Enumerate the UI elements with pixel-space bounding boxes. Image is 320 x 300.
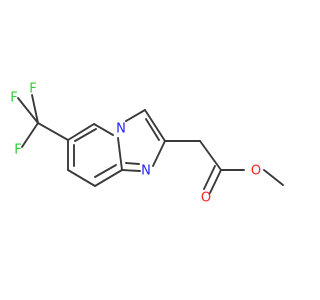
bond-o-ester-methyl xyxy=(263,169,284,186)
bond-ch2-carbonyl xyxy=(199,140,222,171)
atom-label-nitrogen-bridgehead: N xyxy=(116,122,126,137)
bond-n-bridge-c8a xyxy=(117,137,123,171)
bond-n-imidazole-c8a-double xyxy=(125,162,140,165)
bond-cf3-ring xyxy=(37,122,69,141)
molecule-structure-diagram: F F F N N O O xyxy=(10,82,284,206)
atom-label-fluorine-bottom: F xyxy=(14,143,21,158)
bond-cf3-f2 xyxy=(17,97,39,124)
atom-label-layer: F F F N N O O xyxy=(10,82,261,206)
atom-label-oxygen-ester: O xyxy=(251,164,261,179)
atom-label-fluorine-top: F xyxy=(29,82,36,97)
bond-n-imidazole-c8a xyxy=(121,169,141,172)
bond-layer xyxy=(17,94,284,194)
bond-c8a-c8 xyxy=(94,169,123,187)
atom-label-fluorine-left: F xyxy=(10,91,17,106)
bond-c6-c5 xyxy=(67,123,95,141)
atom-label-nitrogen-imidazole: N xyxy=(141,164,151,179)
bond-c3-c2 xyxy=(144,109,166,142)
bond-c5-n-bridge xyxy=(93,123,114,136)
bond-c2-n-imidazole xyxy=(152,140,166,167)
bond-carbonyl-o-double-a xyxy=(209,169,222,194)
bond-c3-c2-double xyxy=(145,118,160,141)
bond-c8a-c8-double xyxy=(94,164,117,178)
bond-carbonyl-o-double-b xyxy=(203,165,216,190)
bond-c6-c5-double xyxy=(74,128,97,142)
bond-c8-c7 xyxy=(67,169,96,187)
bond-n-bridge-c3 xyxy=(125,109,146,122)
bond-cf3-f3 xyxy=(21,122,39,148)
atom-label-oxygen-carbonyl: O xyxy=(201,191,211,206)
bond-cf3-f1 xyxy=(31,94,39,124)
